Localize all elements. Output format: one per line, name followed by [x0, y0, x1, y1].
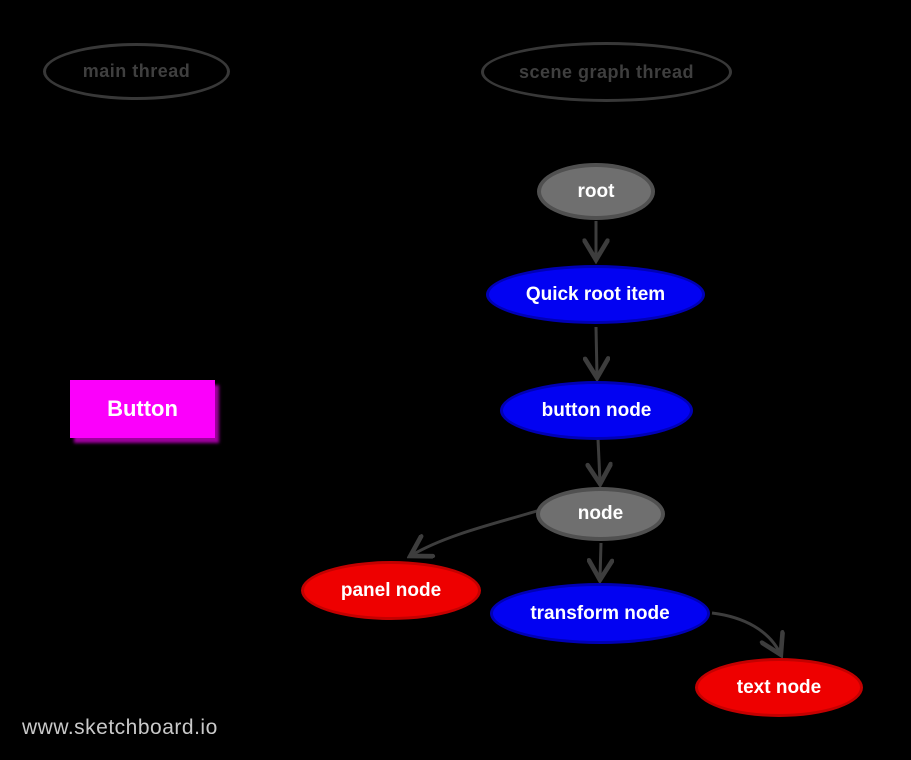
lane-scene-graph-thread-label: scene graph thread	[518, 61, 695, 82]
node-root[interactable]: root	[537, 163, 655, 220]
node-panel-node-label: panel node	[340, 579, 442, 601]
node-quick-root-item-label: Quick root item	[525, 283, 666, 305]
node-panel-node[interactable]: panel node	[301, 561, 481, 620]
node-quick-root-item[interactable]: Quick root item	[486, 265, 705, 324]
node-node-label: node	[577, 503, 624, 524]
node-root-label: root	[577, 180, 615, 202]
button-shape-label: Button	[107, 396, 178, 421]
node-text-node[interactable]: text node	[695, 658, 863, 717]
node-button-node[interactable]: button node	[500, 381, 693, 440]
edge-transform-node-to-text-node[interactable]	[711, 611, 780, 653]
sketchboard-watermark-link[interactable]: www.sketchboard.io	[22, 716, 218, 739]
node-transform-node[interactable]: transform node	[490, 583, 710, 644]
button-shape[interactable]: Button	[70, 380, 215, 438]
edge-node-to-panel-node[interactable]	[412, 508, 541, 555]
node-node[interactable]: node	[536, 487, 665, 541]
node-text-node-label: text node	[736, 676, 822, 698]
edge-quick-root-item-to-button-node[interactable]	[596, 326, 597, 376]
node-button-node-label: button node	[541, 399, 652, 421]
lane-main-thread[interactable]: main thread	[43, 43, 230, 100]
edge-button-node-to-node[interactable]	[598, 438, 600, 482]
lane-scene-graph-thread[interactable]: scene graph thread	[481, 42, 732, 102]
node-transform-node-label: transform node	[530, 602, 670, 624]
edge-node-to-transform-node[interactable]	[600, 542, 601, 578]
lane-main-thread-label: main thread	[82, 61, 191, 81]
